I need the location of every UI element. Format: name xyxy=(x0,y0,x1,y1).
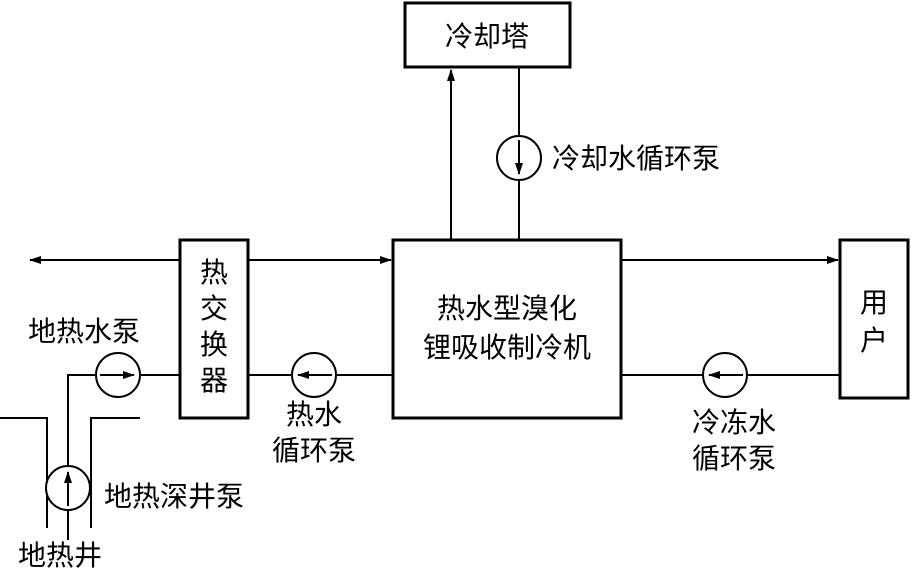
heat-exchanger-label-4: 器 xyxy=(200,364,228,397)
deep-well-pump-label: 地热深井泵 xyxy=(104,480,244,513)
cooling-water-pump-label: 冷却水循环泵 xyxy=(552,142,720,175)
well-wall-left xyxy=(0,417,48,528)
cooling-tower-label: 冷却塔 xyxy=(445,20,529,53)
heat-exchanger-label-2: 交 xyxy=(200,292,228,325)
user-box xyxy=(838,238,910,400)
chilled-water-pump-label-line2: 循环泵 xyxy=(692,442,776,475)
well-wall-right xyxy=(90,417,140,528)
hot-water-pump-label-line1: 热水 xyxy=(286,398,342,431)
geothermal-well-label: 地热井 xyxy=(18,539,102,572)
heat-exchanger-label-1: 热 xyxy=(200,256,228,289)
chilled-water-pump-label-line1: 冷冻水 xyxy=(692,406,776,439)
hot-water-pump-label-line2: 循环泵 xyxy=(272,434,356,467)
chiller-box xyxy=(391,238,623,420)
chiller-label-line1: 热水型溴化 xyxy=(437,292,577,325)
geothermal-water-pump-label: 地热水泵 xyxy=(28,315,140,348)
user-label-2: 户 xyxy=(860,324,888,357)
heat-exchanger-box xyxy=(178,238,250,420)
chiller-label-line2: 锂吸收制冷机 xyxy=(423,331,591,364)
cooling-tower-box xyxy=(403,1,572,69)
user-label-1: 用 xyxy=(860,286,888,319)
heat-exchanger-label-3: 换 xyxy=(200,328,228,361)
